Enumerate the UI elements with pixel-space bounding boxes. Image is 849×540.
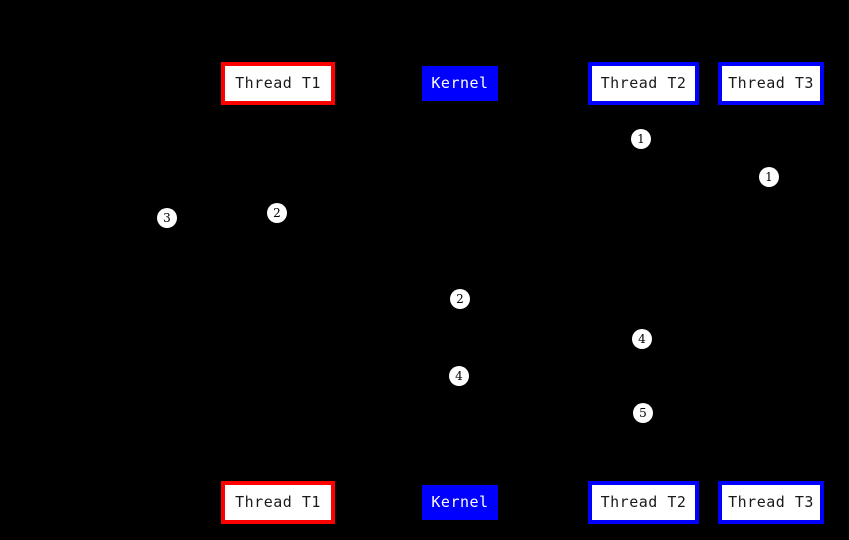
badge-t2-5: 5	[633, 403, 653, 423]
participant-label-t3: Thread T3	[728, 74, 814, 92]
participant-box-t2[interactable]: Thread T2	[588, 62, 699, 105]
lifeline-t3	[771, 105, 772, 481]
badge-t2-1: 1	[631, 129, 651, 149]
participant-label-t2: Thread T2	[600, 74, 687, 92]
participant-box-kernel-footer[interactable]: Kernel	[422, 485, 498, 520]
badge-kernel-2: 2	[450, 289, 470, 309]
participant-box-t1-footer[interactable]: Thread T1	[221, 481, 335, 524]
badge-t2-4: 4	[632, 329, 652, 349]
participant-label-kernel-footer: Kernel	[431, 493, 489, 511]
participant-box-t3[interactable]: Thread T3	[718, 62, 824, 105]
badge-t1-3: 3	[157, 208, 177, 228]
badge-kernel-4: 4	[449, 366, 469, 386]
lifeline-t1	[278, 105, 279, 481]
participant-label-kernel: Kernel	[431, 74, 489, 92]
lifeline-t2	[643, 105, 644, 481]
participant-label-t1-footer: Thread T1	[235, 493, 321, 511]
badge-t1-2: 2	[267, 203, 287, 223]
participant-box-kernel[interactable]: Kernel	[422, 66, 498, 101]
participant-box-t2-footer[interactable]: Thread T2	[588, 481, 699, 524]
participant-box-t1[interactable]: Thread T1	[221, 62, 335, 105]
badge-t3-1: 1	[759, 167, 779, 187]
participant-label-t1: Thread T1	[235, 74, 321, 92]
participant-box-t3-footer[interactable]: Thread T3	[718, 481, 824, 524]
participant-label-t3-footer: Thread T3	[728, 493, 814, 511]
participant-label-t2-footer: Thread T2	[600, 493, 687, 511]
